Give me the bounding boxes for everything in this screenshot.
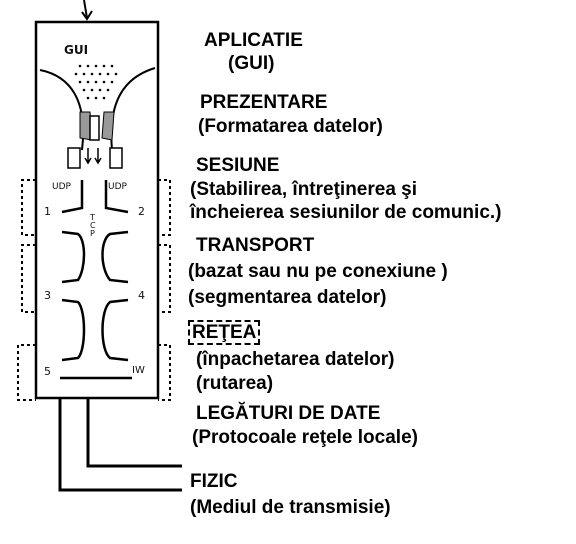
presentation-block — [89, 115, 100, 141]
layer-sesiune-desc-1: (Stabilirea, întreţinerea şi — [190, 179, 418, 200]
layer-aplicatie-title: APLICATIE — [204, 30, 303, 51]
layer-legaturi-desc: (Protocoale reţele locale) — [192, 427, 418, 448]
session-block-right — [109, 147, 123, 169]
session-arrows — [84, 148, 102, 165]
sketch-gui-label: GUI — [64, 43, 89, 57]
presentation-curve-left — [39, 69, 85, 151]
layer-retea-title: REŢEA — [188, 320, 261, 345]
side-dashed-boxes — [17, 179, 171, 401]
stack-tower — [34, 20, 160, 400]
gui-dots — [74, 64, 118, 100]
physical-cables — [58, 398, 182, 492]
transport-lines — [60, 180, 132, 380]
sketch-udp-left: UDP — [52, 182, 71, 192]
layer-sesiune-desc-2: încheierea sesiunilor de comunic.) — [190, 202, 502, 223]
sketch-num-3: 3 — [44, 289, 51, 302]
layer-transport-desc-1: (bazat sau nu pe conexiune ) — [188, 261, 448, 282]
sketch-num-6: IW — [132, 365, 145, 376]
presentation-curve-right — [110, 67, 156, 151]
sketch-num-4: 4 — [138, 289, 145, 302]
sketch-num-5: 5 — [44, 365, 51, 378]
layer-fizic-title: FIZIC — [190, 471, 238, 492]
sketch-tcp: T C P — [90, 213, 96, 238]
layer-retea-desc-1: (înpachetarea datelor) — [196, 349, 395, 370]
layer-sesiune-title: SESIUNE — [196, 155, 280, 176]
sketch-num-2: 2 — [138, 205, 145, 218]
session-block-left — [67, 147, 81, 169]
layer-retea-desc-2: (rutarea) — [196, 373, 274, 394]
layer-prezentare-desc: (Formatarea datelor) — [198, 116, 383, 137]
layer-aplicatie-desc: (GUI) — [228, 53, 275, 74]
input-arrow — [81, 0, 93, 21]
layer-transport-desc-2: (segmentarea datelor) — [188, 287, 387, 308]
sketch-udp-right: UDP — [108, 182, 127, 192]
layer-transport-title: TRANSPORT — [196, 235, 315, 256]
layer-prezentare-title: PREZENTARE — [200, 92, 328, 113]
layer-legaturi-title: LEGĂTURI DE DATE — [196, 403, 381, 424]
layer-fizic-desc: (Mediul de transmisie) — [190, 497, 391, 518]
sketch-num-1: 1 — [44, 205, 51, 218]
